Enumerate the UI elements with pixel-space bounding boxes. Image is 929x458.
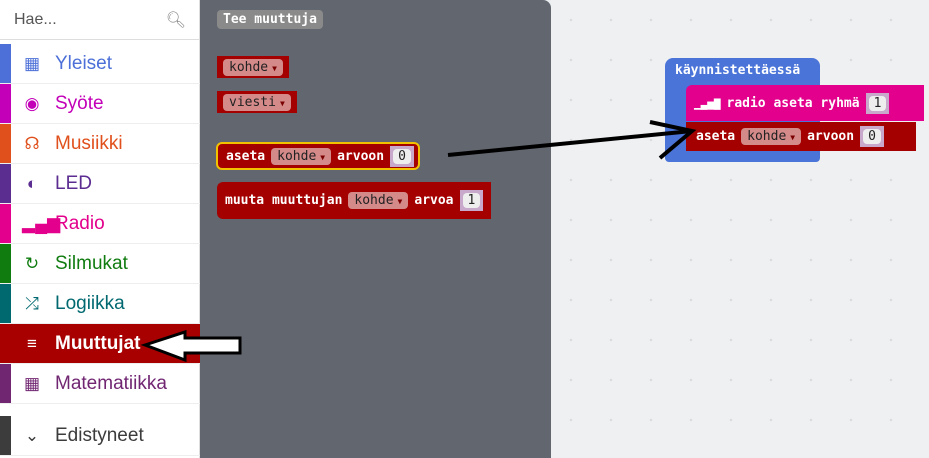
- make-variable-button[interactable]: Tee muuttuja: [217, 10, 323, 29]
- category-edistyneet[interactable]: ⌄ Edistyneet: [0, 416, 200, 456]
- category-color-bar: [0, 324, 11, 363]
- category-label: LED: [55, 172, 92, 194]
- category-color-bar: [0, 204, 11, 243]
- block-text: arvoa: [414, 193, 454, 208]
- search-box[interactable]: 🔍︎: [0, 0, 200, 40]
- category-label: Musiikki: [55, 132, 123, 154]
- category-silmukat[interactable]: ↻ Silmukat: [0, 244, 200, 284]
- search-icon[interactable]: 🔍︎: [165, 11, 186, 29]
- category-color-bar: [0, 44, 11, 83]
- variable-dropdown[interactable]: viesti▼: [223, 93, 291, 111]
- category-color-bar: [0, 244, 11, 283]
- number-input[interactable]: 1: [459, 190, 484, 211]
- on-start-label: käynnistettäessä: [675, 63, 801, 78]
- category-color-bar: [0, 124, 11, 163]
- toolbox: 🔍︎ ▦ Yleiset ◉ Syöte ☊ Musiikki ◐ LED ▂▄▆Radio ↻ S…: [0, 0, 200, 458]
- shuffle-icon: ⤮: [25, 293, 39, 313]
- category-label: Syöte: [55, 92, 104, 114]
- category-color-bar: [0, 416, 11, 455]
- category-label: Yleiset: [55, 52, 113, 74]
- block-text: aseta: [696, 129, 736, 144]
- category-color-bar: [0, 284, 11, 323]
- category-logiikka[interactable]: ⤮ Logiikka: [0, 284, 200, 324]
- signal-icon: ▂▄▆: [22, 213, 61, 233]
- variable-dropdown[interactable]: kohde▼: [271, 147, 332, 165]
- category-label: Radio: [55, 212, 105, 234]
- headphones-icon: ☊: [24, 133, 40, 153]
- circle-dot-icon: ◉: [24, 93, 40, 113]
- variable-dropdown[interactable]: kohde▼: [741, 128, 802, 145]
- category-muuttujat[interactable]: ≡ Muuttujat: [0, 324, 200, 364]
- set-variable-block[interactable]: aseta kohde▼ arvoon 0: [686, 122, 916, 151]
- category-label: Matematiikka: [55, 372, 167, 394]
- category-musiikki[interactable]: ☊ Musiikki: [0, 124, 200, 164]
- category-yleiset[interactable]: ▦ Yleiset: [0, 44, 200, 84]
- variable-dropdown[interactable]: kohde▼: [348, 192, 409, 209]
- chevron-down-icon: ⌄: [24, 425, 40, 445]
- radio-set-group-block[interactable]: ▁▃▅▇ radio aseta ryhmä 1: [686, 85, 924, 121]
- category-radio[interactable]: ▂▄▆Radio: [0, 204, 200, 244]
- category-label: Muuttujat: [55, 332, 141, 354]
- list-icon: ≡: [27, 333, 37, 353]
- category-label: Logiikka: [55, 292, 125, 314]
- number-input[interactable]: 0: [860, 126, 884, 147]
- category-label: Silmukat: [55, 252, 128, 274]
- variable-block-kohde[interactable]: kohde▼: [217, 56, 289, 78]
- block-text: muuta muuttujan: [225, 193, 343, 208]
- category-color-bar: [0, 164, 11, 203]
- category-led[interactable]: ◐ LED: [0, 164, 200, 204]
- search-input[interactable]: [14, 10, 162, 29]
- change-variable-block[interactable]: muuta muuttujan kohde▼ arvoa 1: [217, 182, 492, 219]
- block-text: aseta: [226, 148, 266, 164]
- block-text: radio aseta ryhmä: [726, 95, 860, 111]
- toggle-icon: ◐: [26, 173, 38, 193]
- flyout: Tee muuttuja kohde▼ viesti▼ aseta kohde▼…: [200, 0, 551, 458]
- block-text: arvoon: [337, 148, 385, 164]
- set-variable-block[interactable]: aseta kohde▼ arvoon 0: [216, 142, 420, 170]
- category-label: Edistyneet: [55, 424, 144, 446]
- refresh-icon: ↻: [24, 253, 40, 273]
- category-color-bar: [0, 364, 11, 403]
- signal-icon: ▁▃▅▇: [694, 96, 721, 110]
- calculator-icon: ▦: [23, 373, 41, 393]
- category-syöte[interactable]: ◉ Syöte: [0, 84, 200, 124]
- grid-icon: ▦: [23, 53, 41, 73]
- block-text: arvoon: [807, 129, 855, 144]
- variable-dropdown[interactable]: kohde▼: [223, 58, 283, 76]
- number-input[interactable]: 0: [390, 145, 414, 167]
- category-color-bar: [0, 84, 11, 123]
- category-matematiikka[interactable]: ▦ Matematiikka: [0, 364, 200, 404]
- number-input[interactable]: 1: [865, 92, 890, 114]
- variable-block-viesti[interactable]: viesti▼: [217, 91, 297, 113]
